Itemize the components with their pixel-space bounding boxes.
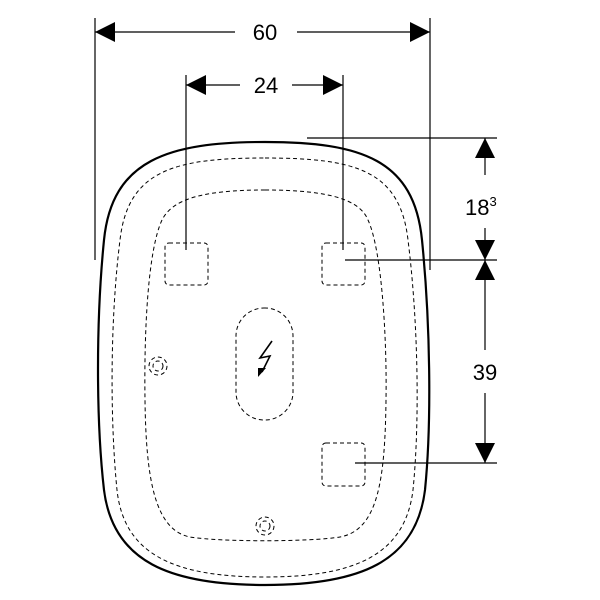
screw-hole-left-outer (148, 356, 168, 376)
dim-top-offset-label: 183 (465, 194, 497, 220)
dim-width-label: 60 (253, 20, 277, 45)
dim-top-offset-sup: 3 (489, 194, 496, 209)
extension-lines (94, 18, 497, 464)
screw-hole-bottom-outer (255, 516, 275, 536)
outer-outline (96, 140, 431, 587)
fixing-point-bottom-right (321, 442, 366, 487)
inner-dashed-outline (144, 189, 387, 542)
lightning-icon (258, 340, 273, 377)
dim-vertical-label: 39 (473, 360, 497, 385)
screw-hole-bottom-inner (259, 520, 271, 532)
screw-hole-left-inner (152, 360, 164, 372)
power-outlet-slot (235, 307, 294, 421)
dimension-lines (95, 22, 495, 463)
fixing-point-top-left (164, 242, 209, 286)
fixing-point-top-right (321, 242, 366, 286)
dim-fixing-label: 24 (254, 73, 278, 98)
dim-top-offset-value: 18 (465, 195, 489, 220)
